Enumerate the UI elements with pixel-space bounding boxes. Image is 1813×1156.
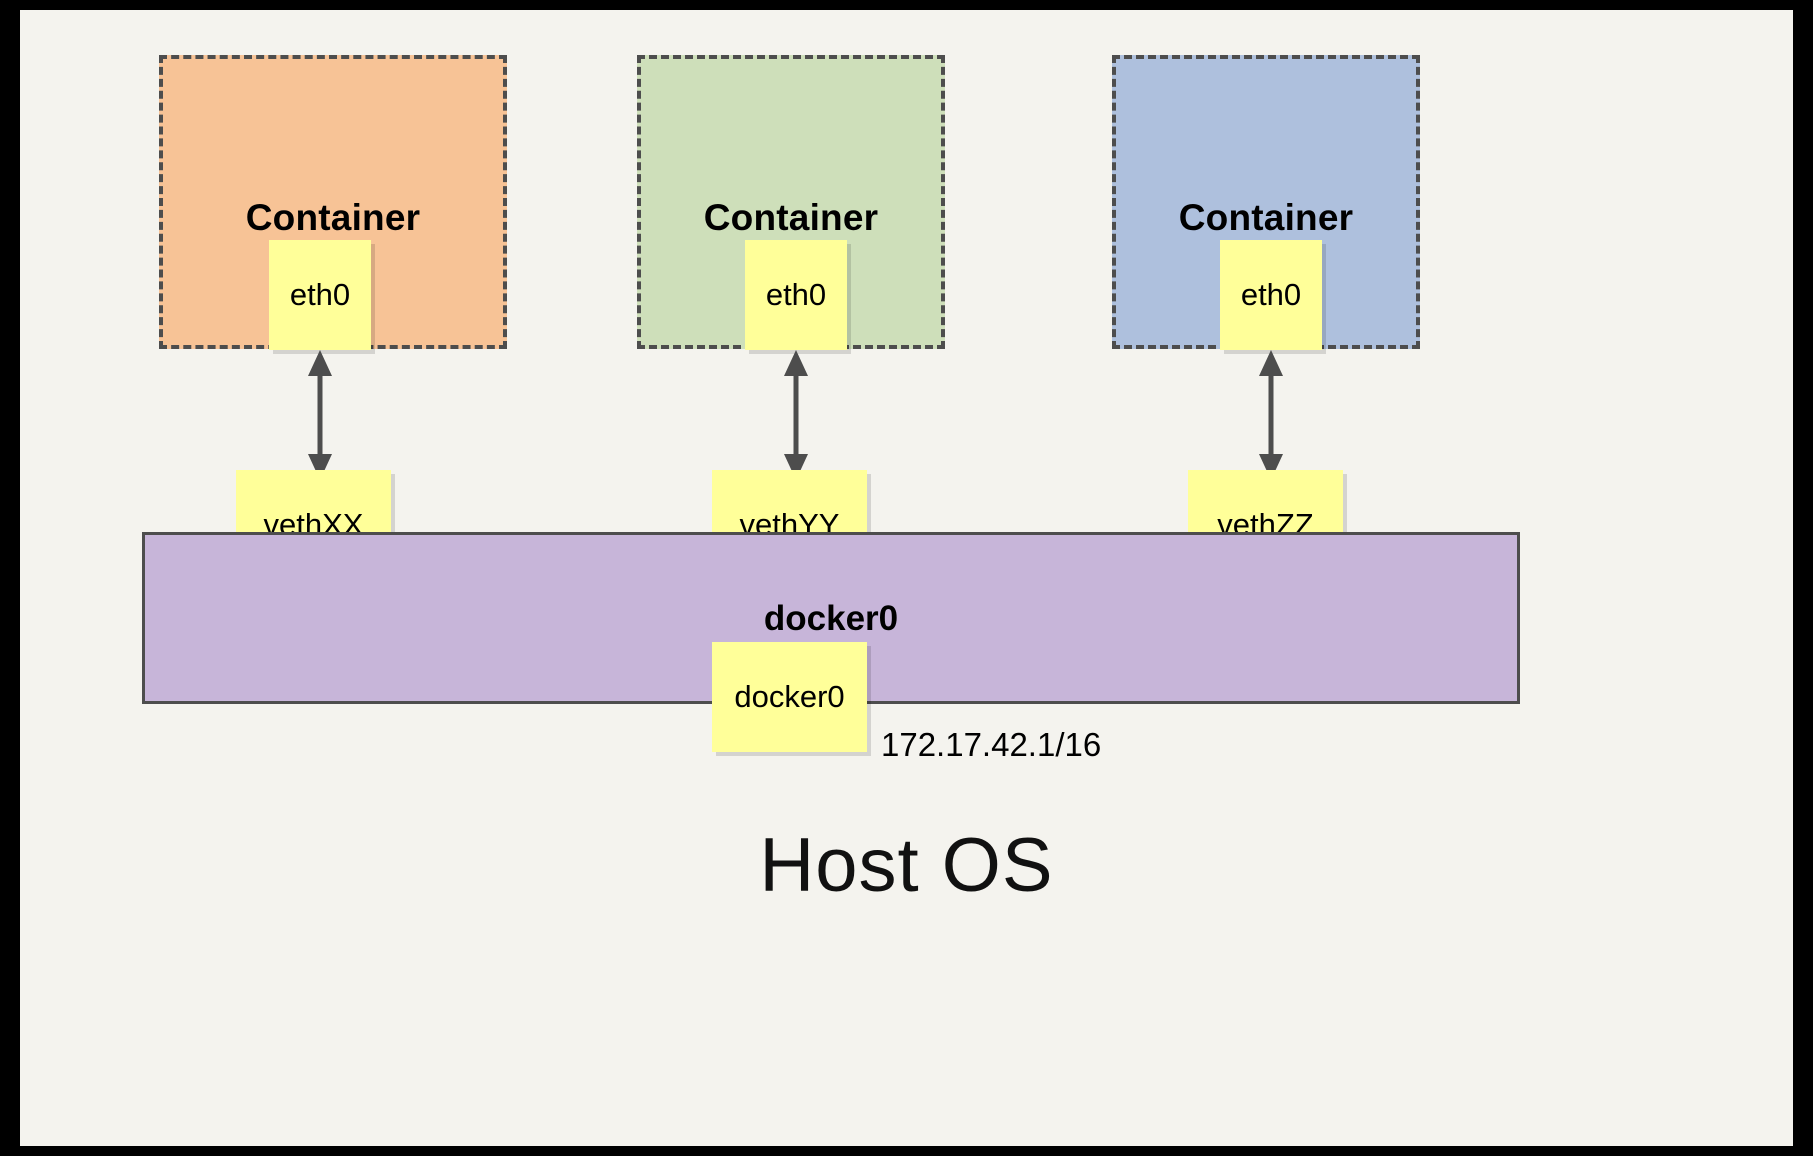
eth0-label-2: eth0 [765,277,827,312]
container-title-2: Container [703,197,879,238]
docker0-interface-label: docker0 [734,679,845,714]
eth0-label-1: eth0 [289,277,351,312]
arrow-container-2-to-veth [783,350,809,480]
host-os-title: Host OS [759,823,1054,908]
container-title-3: Container [1178,197,1354,238]
eth0-box-1[interactable]: eth0 [269,240,371,350]
docker0-bridge-label: docker0 [763,599,899,638]
eth0-box-2[interactable]: eth0 [745,240,847,350]
container-box-2[interactable]: Container [637,55,945,349]
docker0-ip-address: 172.17.42.1/16 [881,726,1102,763]
docker0-interface-box[interactable]: docker0 [712,642,867,752]
container-title-1: Container [245,197,421,238]
arrow-container-1-to-veth [307,350,333,480]
host-os-canvas: Container eth0 vethXX Container eth0 [20,10,1793,1146]
eth0-box-3[interactable]: eth0 [1220,240,1322,350]
eth0-label-3: eth0 [1240,277,1302,312]
arrow-container-3-to-veth [1258,350,1284,480]
